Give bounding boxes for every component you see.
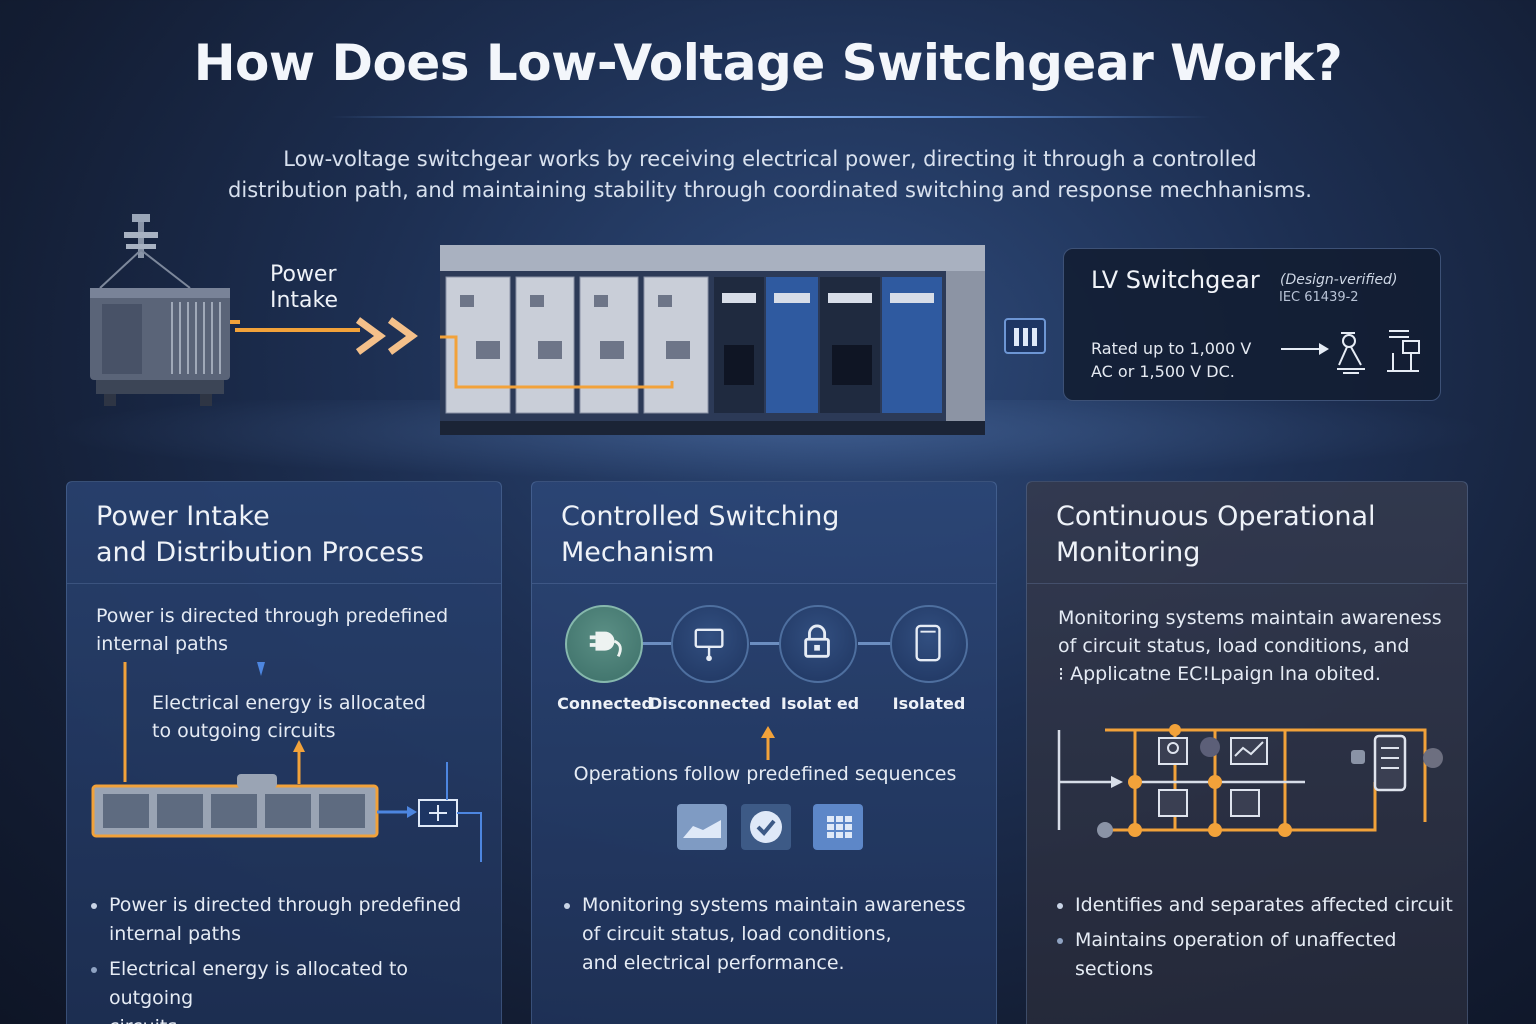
bullet-list: Power is directed through predefined int… [91,891,491,1024]
panel-title-line: Continuous Operational [1056,501,1376,532]
list-item-line: circuits [109,1013,491,1024]
state-connector [642,642,672,645]
power-intake-line: Intake [270,288,339,313]
list-item-line: Power is directed through predefined [109,894,462,916]
monitoring-circuit-diagram [1057,724,1443,838]
intro-text: Low-voltage switchgear works by receivin… [200,144,1340,206]
document-icon [1004,318,1046,354]
panel-header: Controlled Switching Mechanism [532,482,996,584]
panel-text-line: of circuit status, load conditions, and [1058,635,1410,657]
panel-title-line: Controlled Switching [561,501,840,532]
panel-text-line: to outgoing circuits [152,720,336,742]
spec-rating-line: Rated up to 1,000 V [1091,339,1252,358]
panel-text: Electrical energy is allocated to outgoi… [152,689,426,745]
spec-badge: (Design-verified) [1280,272,1398,288]
state-isolated [890,605,968,683]
list-item-line: Identifies and separates affected circui… [1075,894,1453,916]
list-item-line: internal paths [109,923,242,945]
switchgear-illustration [440,245,985,435]
chart-area-icon [677,804,727,850]
bullet-list: Identifies and separates affected circui… [1057,891,1457,990]
distribution-diagram [91,662,482,862]
grid-icon [813,804,863,850]
panel-text-line: ⁝ Applicatne EC!Lpaign lna obited. [1058,663,1381,685]
panel-title: Controlled Switching Mechanism [561,499,839,571]
panel-title-line: and Distribution Process [96,537,424,568]
panel-power-intake: Power Intake and Distribution Process Po… [66,481,502,1024]
panel-text-line: Monitoring systems maintain awareness [1058,607,1442,629]
panel-title-line: Mechanism [561,537,715,568]
state-label: Connected [557,694,653,713]
power-flow-line [235,328,360,332]
panel-title: Continuous Operational Monitoring [1056,499,1376,571]
state-connector [750,642,780,645]
list-item: Electrical energy is allocated to outgoi… [91,955,491,1024]
monitor-icon [694,628,724,662]
state-connector [858,642,892,645]
panel-header: Continuous Operational Monitoring [1027,482,1467,584]
intro-line: Low-voltage switchgear works by receivin… [283,147,1257,171]
power-intake-line: Power [270,262,337,287]
bullet-list: Monitoring systems maintain awareness of… [564,891,984,984]
state-isolated-locked [779,605,857,683]
page-title: How Does Low-Voltage Switchgear Work? [193,34,1343,92]
panel-text-line: internal paths [96,633,229,655]
list-item-line: Monitoring systems maintain awareness [582,894,966,916]
panel-text-line: Power is directed through predefined [96,605,449,627]
transformer-illustration [90,214,240,406]
list-item: Identifies and separates affected circui… [1057,891,1457,920]
plug-icon [589,631,622,657]
chevron-right-icon [387,317,418,355]
intro-line: distribution path, and maintaining stabi… [228,178,1312,202]
panel-text: Power is directed through predefined int… [96,602,448,658]
state-connected [565,605,643,683]
panel-monitoring: Continuous Operational Monitoring Monito… [1026,481,1468,1024]
list-item-line: of circuit status, load conditions, [582,923,892,945]
list-item: Monitoring systems maintain awareness of… [564,891,984,978]
list-item-line: Maintains operation of unaffected [1075,929,1397,951]
chevron-right-icon [355,317,386,355]
breaker-schematic-icon [1281,330,1420,374]
sequence-text: Operations follow predefined sequences [573,763,957,785]
arrow-up-icon [761,726,775,760]
panel-title-line: Power Intake [96,501,270,532]
check-icon [741,804,791,850]
panel-text-line: Electrical energy is allocated [152,692,426,714]
list-item: Maintains operation of unaffected sectio… [1057,926,1457,984]
state-label: Disconnected [649,694,771,713]
panel-header: Power Intake and Distribution Process [67,482,501,584]
list-item-line: Electrical energy is allocated to outgoi… [109,958,409,1009]
spec-rating: Rated up to 1,000 V AC or 1,500 V DC. [1091,337,1251,383]
list-item: Power is directed through predefined int… [91,891,491,949]
spec-title: LV Switchgear [1091,266,1260,294]
list-item-line: sections [1075,958,1154,980]
panel-switching: Controlled Switching Mechanism [531,481,997,1024]
panel-title-line: Monitoring [1056,537,1201,568]
state-disconnected [671,605,749,683]
spec-standard: IEC 61439-2 [1279,290,1359,305]
tablet-icon [915,624,941,662]
title-divider [330,116,1210,118]
spec-card: LV Switchgear (Design-verified) IEC 6143… [1063,248,1441,401]
spec-rating-line: AC or 1,500 V DC. [1091,362,1235,381]
panel-text: Monitoring systems maintain awareness of… [1058,604,1442,688]
lock-icon [804,624,830,658]
state-label: Isolat ed [780,694,860,713]
list-item-line: and electrical performance. [582,952,845,974]
panel-title: Power Intake and Distribution Process [96,499,424,571]
state-label: Isolated [892,694,966,713]
power-intake-label: Power Intake [270,262,338,314]
